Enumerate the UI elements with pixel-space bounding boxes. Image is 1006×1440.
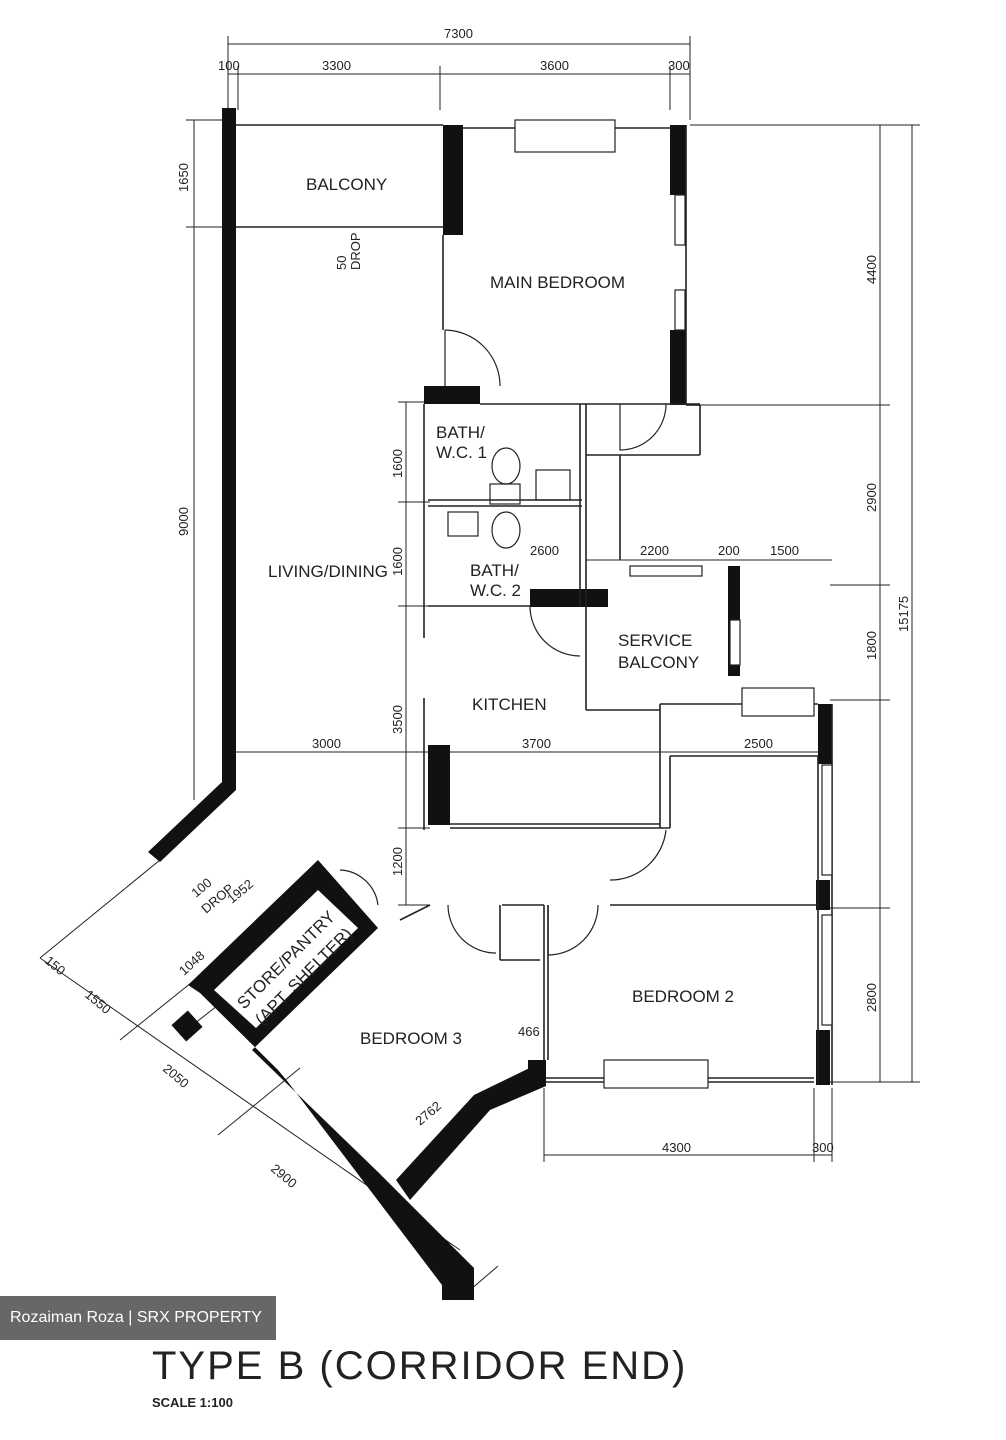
room-label-kitchen: KITCHEN [472, 695, 547, 714]
dim-1952: 1952 [224, 876, 256, 906]
dim-h-1500: 1500 [770, 543, 799, 558]
dim-mid-3500: 3500 [390, 705, 405, 734]
room-label-bath1-b: W.C. 1 [436, 443, 487, 462]
plan-scale: SCALE 1:100 [152, 1395, 233, 1410]
room-label-bedroom3: BEDROOM 3 [360, 1029, 462, 1048]
room-label-living: LIVING/DINING [268, 562, 388, 581]
dim-bot-300: 300 [812, 1140, 834, 1155]
drop-50-label: 50 [334, 256, 349, 270]
dim-right-2800: 2800 [864, 983, 879, 1012]
room-label-bath2: BATH/ [470, 561, 519, 580]
dim-1550: 1550 [82, 987, 114, 1017]
dim-mid-1200: 1200 [390, 847, 405, 876]
room-label-service-b: BALCONY [618, 653, 699, 672]
dim-h-200: 200 [718, 543, 740, 558]
dim-top-300: 300 [668, 58, 690, 73]
room-label-bath1: BATH/ [436, 423, 485, 442]
dim-h-2200: 2200 [640, 543, 669, 558]
dim-2050: 2050 [160, 1061, 192, 1091]
room-label-bedroom2: BEDROOM 2 [632, 987, 734, 1006]
watermark: Rozaiman Roza | SRX PROPERTY [0, 1296, 276, 1340]
room-label-bath2-b: W.C. 2 [470, 581, 521, 600]
dim-top-total: 7300 [444, 26, 473, 41]
dim-mid-1600b: 1600 [390, 547, 405, 576]
drop-50-label-b: DROP [348, 232, 363, 270]
dim-right-1800: 1800 [864, 631, 879, 660]
room-label-main-bedroom: MAIN BEDROOM [490, 273, 625, 292]
dim-h-2600: 2600 [530, 543, 559, 558]
plan-title: TYPE B (CORRIDOR END) [152, 1344, 688, 1388]
dim-right-4400: 4400 [864, 255, 879, 284]
dim-top-3300: 3300 [322, 58, 351, 73]
dim-left-1650: 1650 [176, 163, 191, 192]
dim-bot-4300: 4300 [662, 1140, 691, 1155]
dim-top-100: 100 [218, 58, 240, 73]
dim-2762: 2762 [412, 1098, 444, 1128]
room-label-service: SERVICE [618, 631, 692, 650]
dim-h-2500: 2500 [744, 736, 773, 751]
dim-right-2900: 2900 [864, 483, 879, 512]
dim-right-15175: 15175 [896, 596, 911, 632]
room-label-balcony: BALCONY [306, 175, 387, 194]
dim-h-3000: 3000 [312, 736, 341, 751]
dim-2900: 2900 [268, 1161, 300, 1191]
dim-h-3700: 3700 [522, 736, 551, 751]
dim-mid-1600a: 1600 [390, 449, 405, 478]
dim-top-3600: 3600 [540, 58, 569, 73]
dim-466: 466 [518, 1024, 540, 1039]
dim-left-9000: 9000 [176, 507, 191, 536]
